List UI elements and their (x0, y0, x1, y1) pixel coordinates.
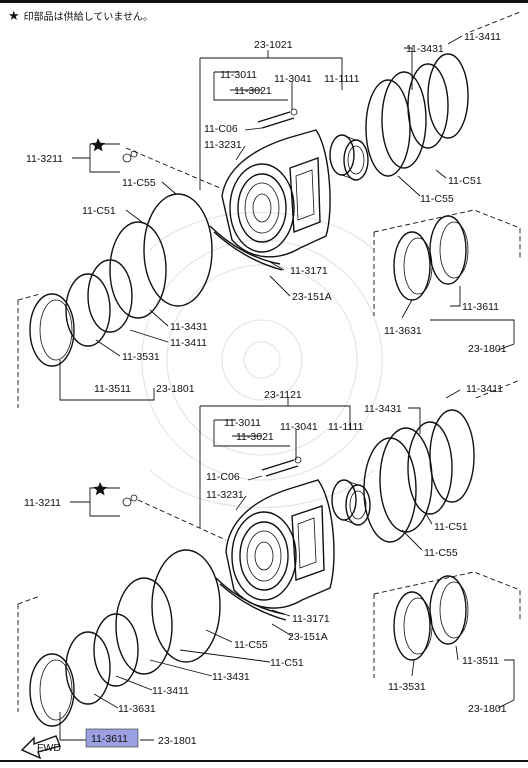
label-11-C55[interactable]: 11-C55 (420, 193, 454, 205)
label-11-3411[interactable]: 11-3411 (152, 685, 189, 697)
label-11-3041[interactable]: 11-3041 (280, 421, 318, 433)
part-labels: 23-1021 11-3431 11-3411 11-3011 11-3041 … (24, 31, 507, 747)
label-11-3021[interactable]: 11-3021 (236, 431, 274, 443)
label-11-C06[interactable]: 11-C06 (204, 123, 238, 135)
label-11-3411[interactable]: 11-3411 (464, 31, 501, 43)
label-11-3211[interactable]: 11-3211 (26, 153, 63, 165)
label-11-1111[interactable]: 11-1111 (328, 421, 364, 433)
star-icon (91, 138, 106, 152)
not-supplied-note: ★ 印部品は供給していません。 (8, 7, 154, 24)
label-11-3411[interactable]: 11-3411 (466, 383, 503, 395)
bushing-lower (331, 479, 371, 526)
label-11-3631[interactable]: 11-3631 (118, 703, 156, 715)
label-23-1801[interactable]: 23-1801 (156, 383, 195, 395)
label-11-3011[interactable]: 11-3011 (224, 417, 261, 429)
label-23-1801[interactable]: 23-1801 (468, 703, 507, 715)
label-23-151A[interactable]: 23-151A (292, 291, 332, 303)
label-11-3021[interactable]: 11-3021 (234, 85, 272, 97)
label-23-1121[interactable]: 23-1121 (264, 389, 302, 401)
label-11-3231[interactable]: 11-3231 (204, 139, 242, 151)
label-11-C55[interactable]: 11-C55 (122, 177, 156, 189)
label-23-151A[interactable]: 23-151A (288, 631, 328, 643)
label-11-3631[interactable]: 11-3631 (384, 325, 422, 337)
label-11-3611[interactable]: 11-3611 (462, 301, 499, 313)
label-11-C55[interactable]: 11-C55 (424, 547, 458, 559)
label-11-C51[interactable]: 11-C51 (82, 205, 116, 217)
watermark (141, 212, 383, 508)
fwd-label: FWD (37, 742, 61, 754)
fwd-arrow: FWD (20, 735, 61, 760)
label-11-3171[interactable]: 11-3171 (292, 613, 330, 625)
label-11-3411[interactable]: 11-3411 (170, 337, 207, 349)
label-11-C51[interactable]: 11-C51 (434, 521, 468, 533)
label-11-3531[interactable]: 11-3531 (388, 681, 426, 693)
label-11-3531[interactable]: 11-3531 (122, 351, 160, 363)
label-11-3511[interactable]: 11-3511 (462, 655, 499, 667)
star-icon: ★ (8, 7, 20, 23)
label-11-3011[interactable]: 11-3011 (220, 69, 257, 81)
bushing-upper (329, 134, 369, 181)
ring-stack-upper-left (29, 193, 213, 367)
top-rule (0, 0, 528, 3)
ring-stack-lower-box (393, 575, 469, 661)
star-icon (93, 482, 108, 496)
label-11-3611-highlighted[interactable]: 11-3611 (91, 733, 128, 745)
label-11-C06[interactable]: 11-C06 (206, 471, 240, 483)
label-11-3431[interactable]: 11-3431 (212, 671, 250, 683)
bottom-rule (0, 760, 528, 762)
label-11-3511[interactable]: 11-3511 (94, 383, 131, 395)
label-11-C51[interactable]: 11-C51 (448, 175, 482, 187)
ring-stack-upper-right (365, 53, 469, 177)
label-11-3431[interactable]: 11-3431 (364, 403, 402, 415)
label-11-3431[interactable]: 11-3431 (406, 43, 444, 55)
label-11-1111[interactable]: 11-1111 (324, 73, 360, 85)
ring-stack-lower-right (363, 409, 475, 543)
ring-stack-upper-box (393, 215, 469, 301)
label-11-C51[interactable]: 11-C51 (270, 657, 304, 669)
ring-stack-lower-left (29, 549, 221, 727)
label-11-3041[interactable]: 11-3041 (274, 73, 312, 85)
label-11-3171[interactable]: 11-3171 (290, 265, 328, 277)
highlight-box (85, 728, 139, 748)
label-11-3431[interactable]: 11-3431 (170, 321, 208, 333)
label-23-1801[interactable]: 23-1801 (158, 735, 197, 747)
label-23-1021[interactable]: 23-1021 (254, 39, 293, 51)
rotor-housing-lower (225, 479, 335, 609)
label-11-3231[interactable]: 11-3231 (206, 489, 244, 501)
label-11-3211[interactable]: 11-3211 (24, 497, 61, 509)
rotor-housing-upper (221, 129, 331, 258)
label-23-1801[interactable]: 23-1801 (468, 343, 507, 355)
note-text: 印部品は供給していません。 (23, 12, 154, 23)
label-11-C55[interactable]: 11-C55 (234, 639, 268, 651)
